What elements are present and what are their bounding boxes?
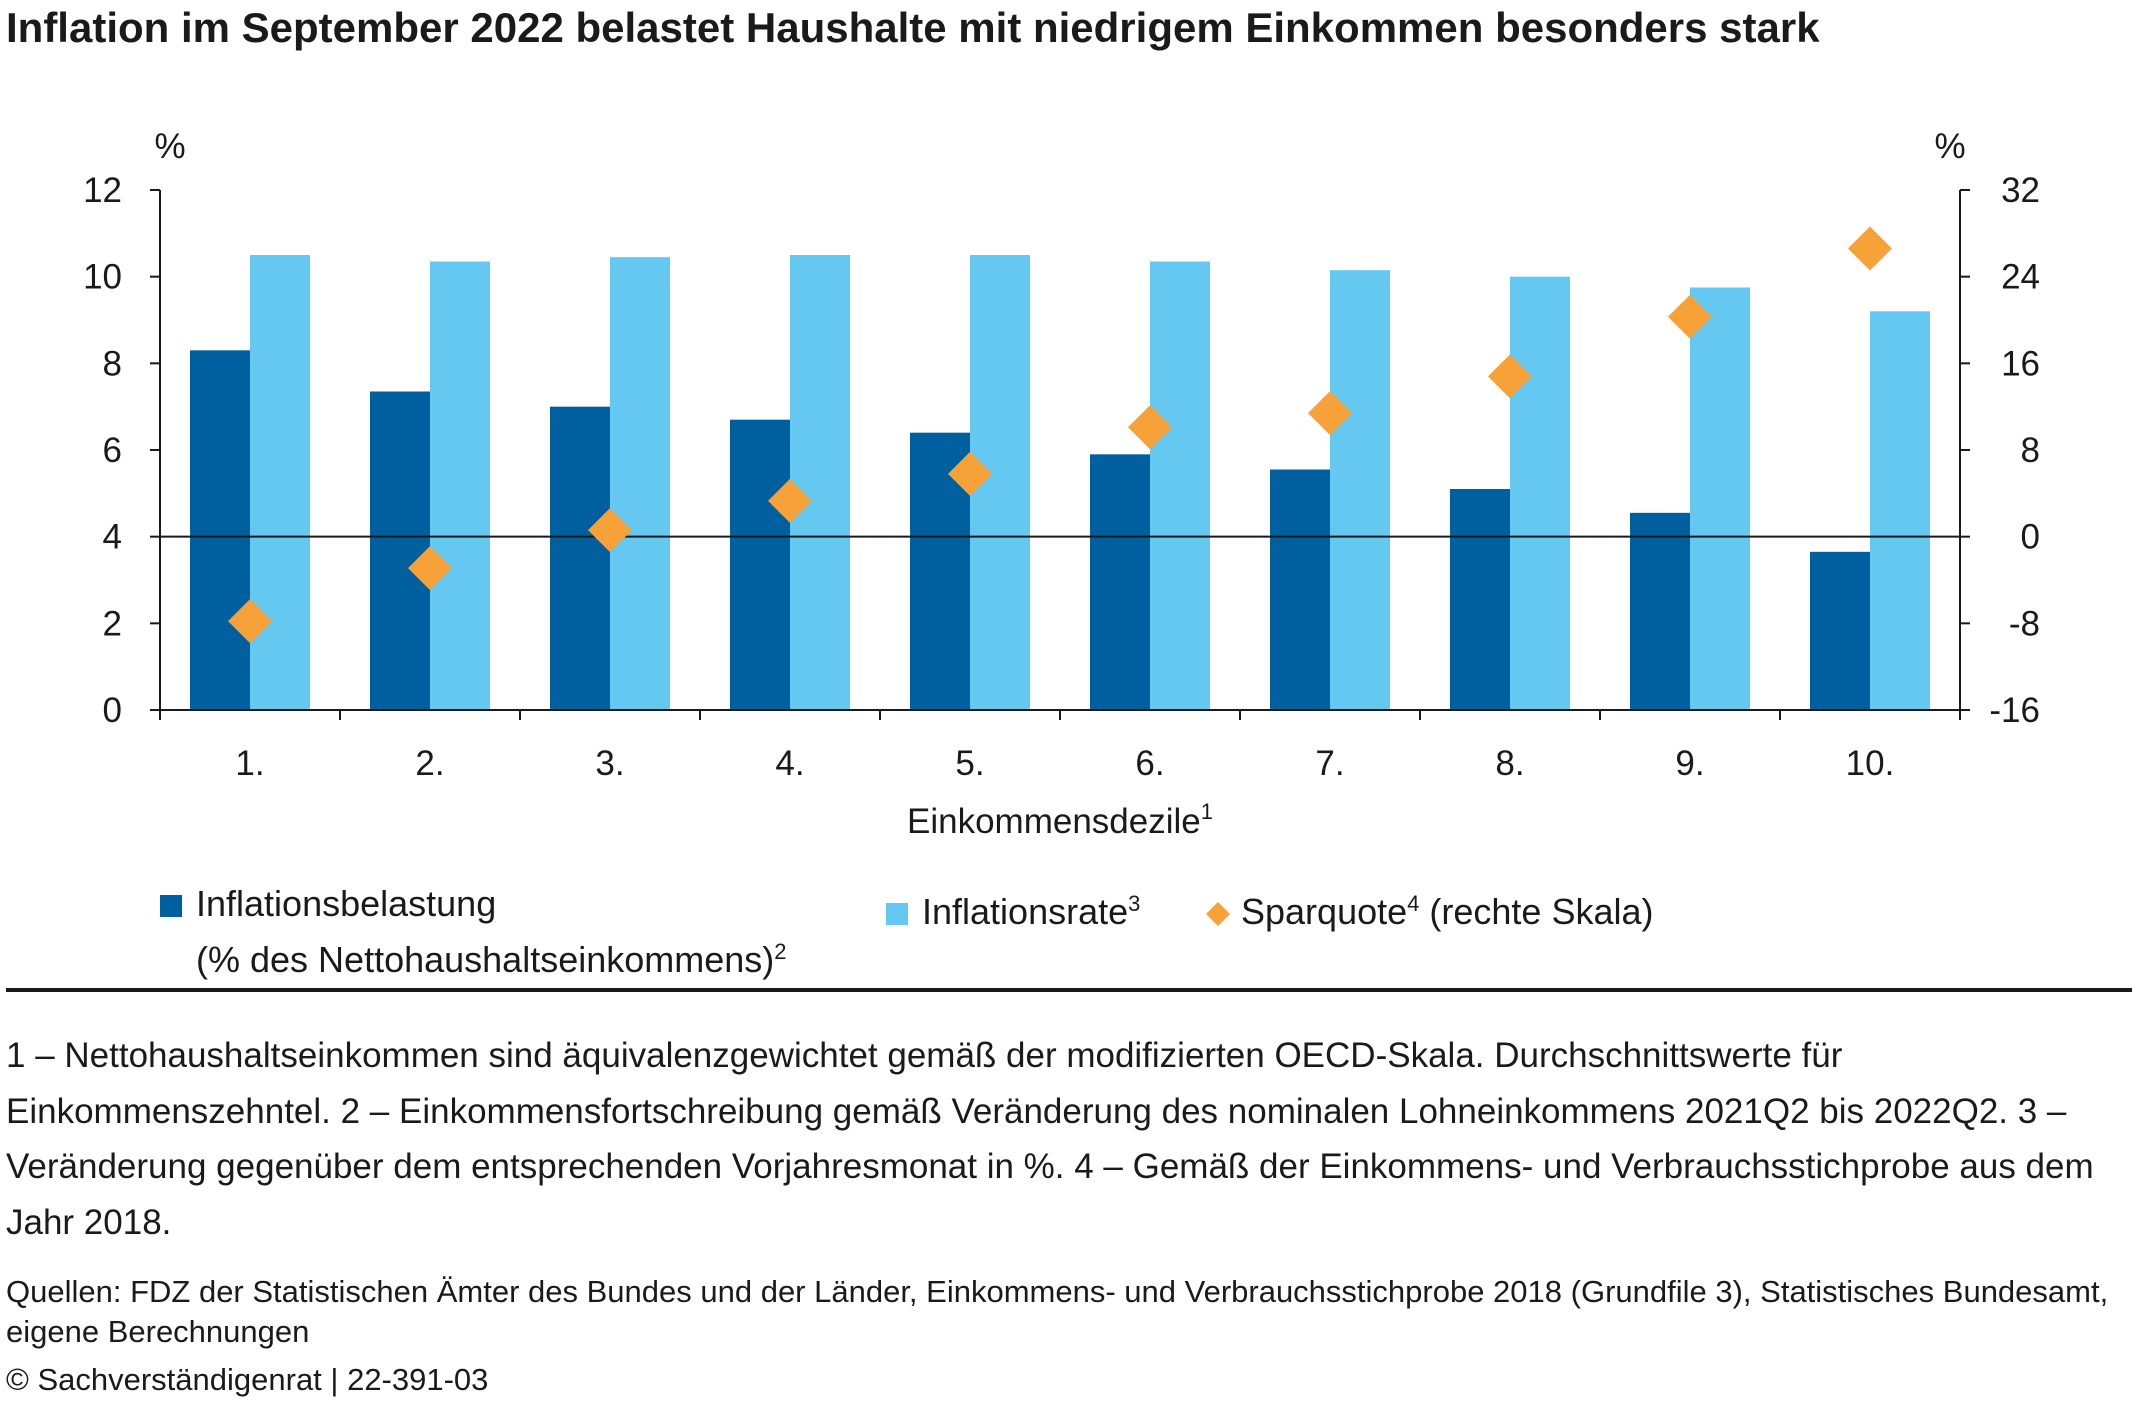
right-tick-label: 8 — [2021, 431, 2040, 470]
legend-label-inflationsrate: Inflationsrate — [922, 891, 1129, 932]
bar-inflationsrate — [1690, 287, 1750, 710]
right-tick-label: 16 — [2001, 344, 2040, 383]
x-tick-label: 5. — [955, 744, 984, 783]
legend-item-sparquote: Sparquote4 (rechte Skala) — [1205, 880, 1653, 936]
legend-label-sparquote: Sparquote — [1241, 891, 1408, 932]
left-tick-label: 12 — [83, 171, 122, 210]
legend-footnote-4: 4 — [1407, 891, 1420, 916]
legend-item-inflationsrate: Inflationsrate3 — [886, 880, 1140, 936]
bar-inflationsrate — [790, 255, 850, 710]
point-sparquote — [1488, 354, 1532, 399]
left-tick-label: 0 — [103, 691, 122, 730]
legend-label-sparquote-suffix: (rechte Skala) — [1419, 891, 1654, 932]
bar-inflationsrate — [430, 261, 490, 710]
bar-inflationsrate — [610, 257, 670, 710]
legend-swatch-inflationsbelastung — [160, 895, 182, 918]
footnotes: 1 – Nettohaushaltseinkommen sind äquival… — [6, 1036, 2094, 1242]
legend-swatch-inflationsrate — [886, 903, 908, 926]
bar-inflationsrate — [1870, 311, 1930, 710]
bar-inflationsbelastung — [1270, 469, 1330, 710]
x-tick-label: 1. — [235, 744, 264, 783]
separator-line — [6, 988, 2132, 992]
left-axis-unit: % — [154, 127, 185, 166]
point-sparquote — [948, 451, 992, 496]
right-tick-label: -8 — [2009, 604, 2040, 643]
point-sparquote — [1848, 226, 1892, 271]
left-tick-label: 8 — [103, 344, 122, 383]
bar-inflationsbelastung — [370, 391, 430, 710]
point-sparquote — [1128, 405, 1172, 450]
x-tick-label: 7. — [1315, 744, 1344, 783]
right-tick-label: 32 — [2001, 171, 2040, 210]
right-axis-unit: % — [1934, 127, 1965, 166]
x-tick-label: 8. — [1495, 744, 1524, 783]
legend-item-inflationsbelastung: Inflationsbelastung (% des Nettohaushalt… — [160, 880, 787, 984]
x-tick-label: 2. — [415, 744, 444, 783]
chart-title: Inflation im September 2022 belastet Hau… — [6, 4, 1820, 51]
x-tick-label: 3. — [595, 744, 624, 783]
x-tick-label: 6. — [1135, 744, 1164, 783]
x-tick-label: 10. — [1846, 744, 1895, 783]
bar-inflationsbelastung — [190, 350, 250, 710]
plot: 024681012-16-808162432%%1.2.3.4.5.6.7.8.… — [83, 127, 2040, 841]
sources: Quellen: FDZ der Statistischen Ämter des… — [6, 1274, 2109, 1349]
legend-label-inflationsbelastung: Inflationsbelastung — [196, 883, 497, 924]
legend-swatch-sparquote — [1206, 902, 1230, 927]
legend-footnote-2: 2 — [774, 939, 787, 964]
right-tick-label: 0 — [2021, 518, 2040, 557]
legend-label-inflationsbelastung-line2: (% des Nettohaushaltseinkommens) — [196, 939, 775, 980]
bar-inflationsbelastung — [1090, 454, 1150, 710]
left-tick-label: 6 — [103, 431, 122, 470]
point-sparquote — [228, 599, 272, 644]
left-tick-label: 4 — [103, 518, 122, 557]
x-axis-label-text: Einkommensdezile — [907, 802, 1201, 841]
point-sparquote — [768, 478, 812, 523]
bar-inflationsbelastung — [1450, 489, 1510, 710]
x-axis-label: Einkommensdezile1 — [907, 799, 1213, 841]
point-sparquote — [588, 508, 632, 553]
bar-inflationsrate — [250, 255, 310, 710]
bar-inflationsrate — [1330, 270, 1390, 710]
right-tick-label: -16 — [1989, 691, 2040, 730]
left-tick-label: 2 — [103, 604, 122, 643]
bar-inflationsrate — [1510, 276, 1570, 710]
x-tick-label: 9. — [1675, 744, 1704, 783]
bar-inflationsrate — [1150, 261, 1210, 710]
x-axis-label-footnote: 1 — [1201, 799, 1213, 824]
x-tick-label: 4. — [775, 744, 804, 783]
legend-footnote-3: 3 — [1128, 891, 1141, 916]
point-sparquote — [408, 546, 452, 591]
left-tick-label: 10 — [83, 258, 122, 297]
bar-inflationsbelastung — [550, 406, 610, 710]
right-tick-label: 24 — [2001, 258, 2040, 297]
point-sparquote — [1668, 294, 1712, 339]
bar-inflationsbelastung — [1630, 512, 1690, 710]
copyright: © Sachverständigenrat | 22-391-03 — [6, 1362, 489, 1397]
bar-inflationsbelastung — [1810, 551, 1870, 710]
point-sparquote — [1308, 391, 1352, 436]
chart-area: 024681012-16-808162432%%1.2.3.4.5.6.7.8.… — [83, 127, 2040, 841]
bar-inflationsbelastung — [730, 419, 790, 710]
